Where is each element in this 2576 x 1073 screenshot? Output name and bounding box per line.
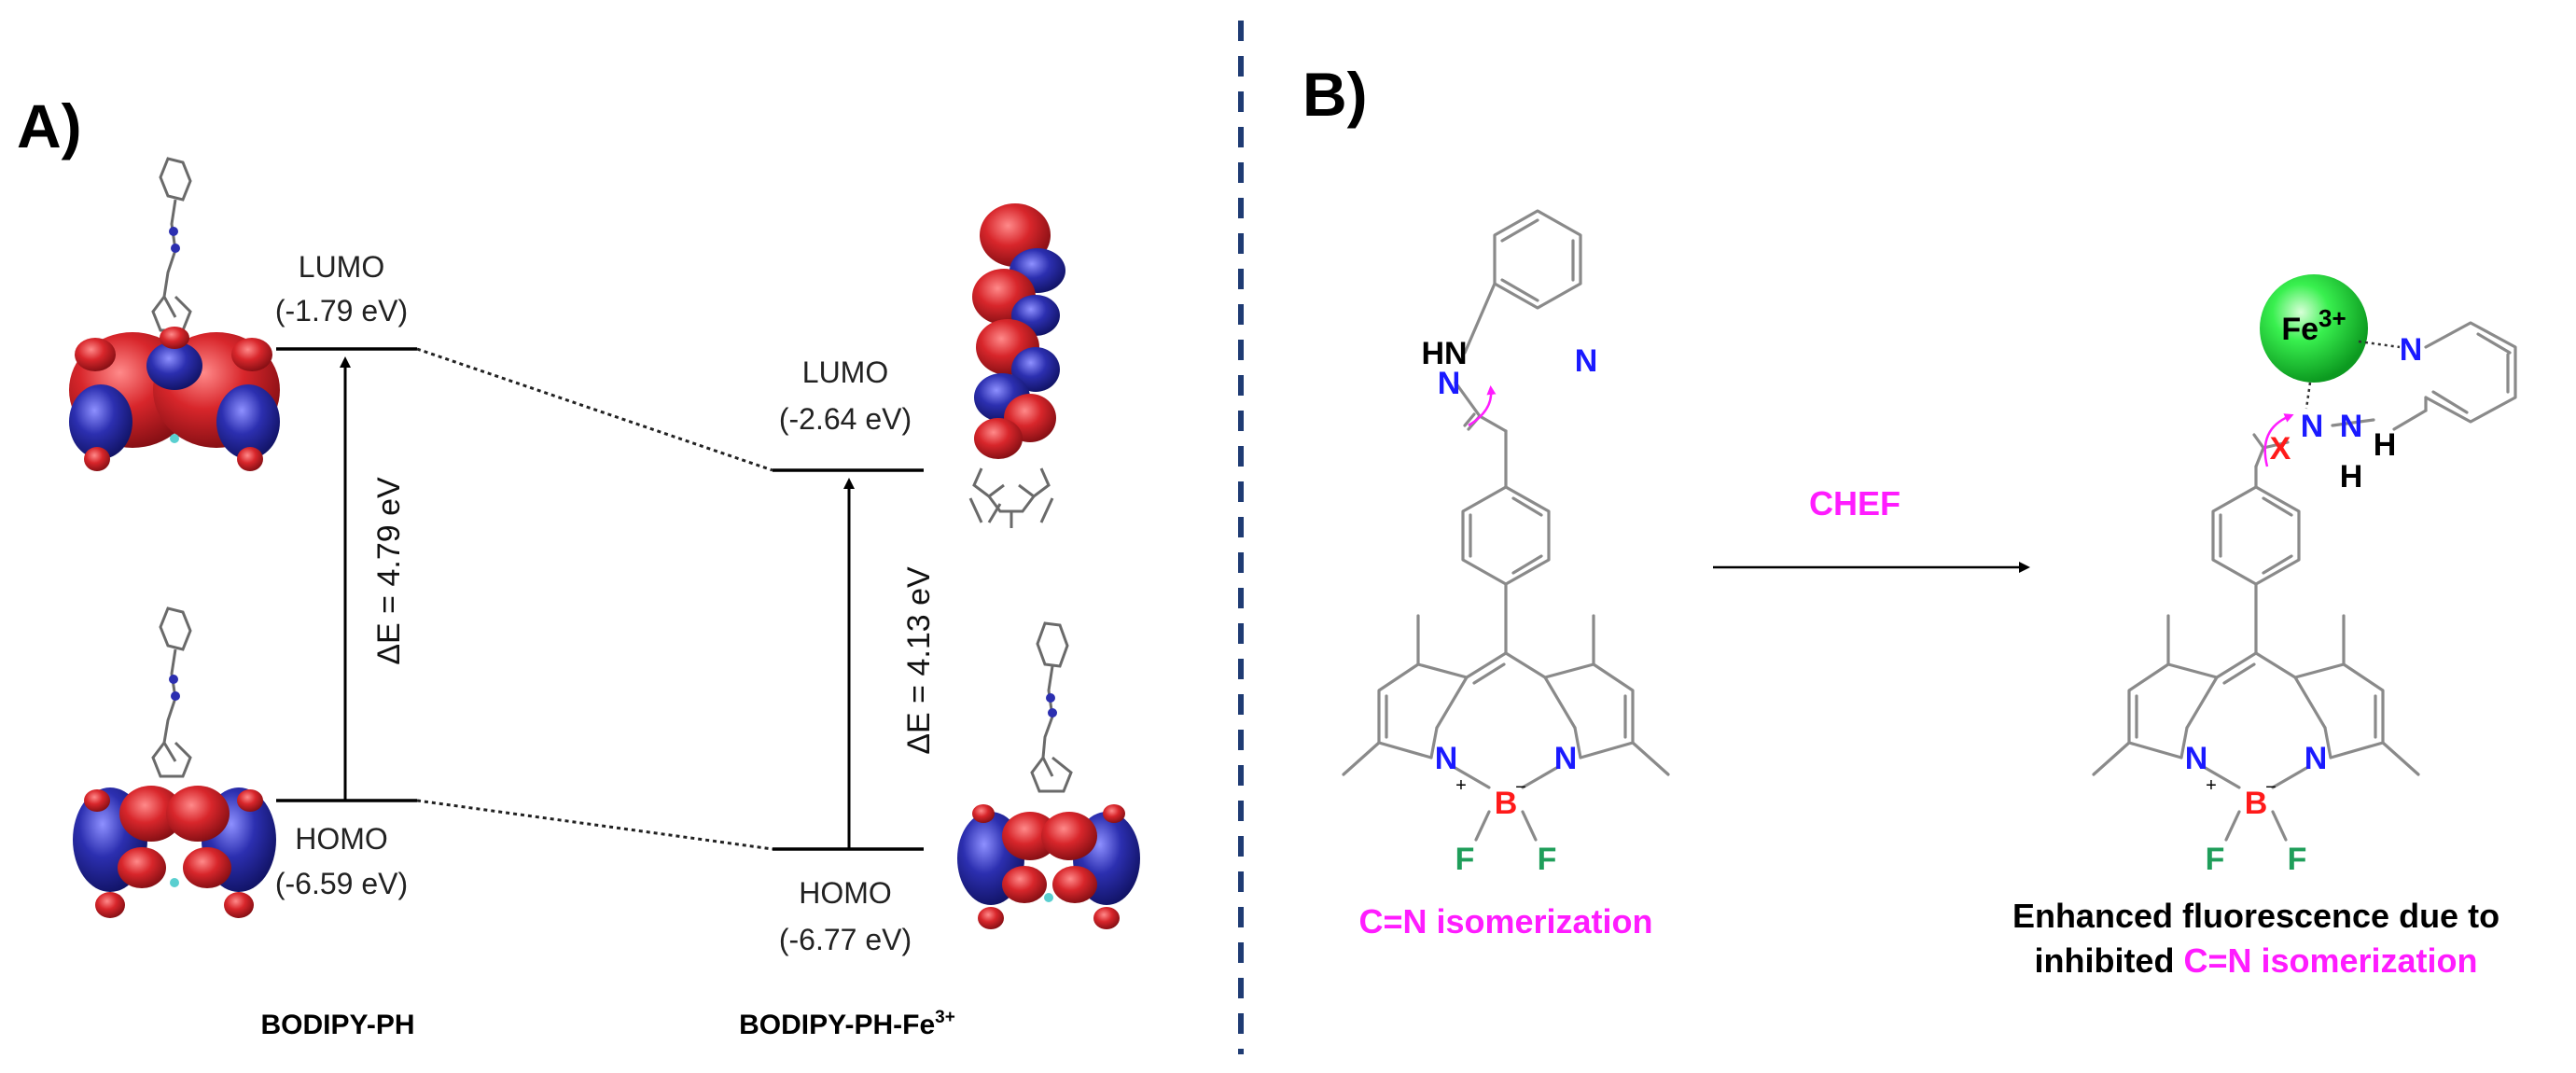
svg-text:F: F [1455,842,1475,877]
svg-text:N: N [1435,741,1458,776]
caption-cn-isomerization: C=N isomerization [1358,902,1652,941]
homo-energy-right: (-6.77 eV) [779,923,912,956]
orbital-homo-left [73,606,276,918]
svg-text:Fe3+: Fe3+ [2281,304,2346,347]
svg-text:H: H [2340,459,2363,495]
svg-text:+: + [2206,775,2217,796]
svg-text:−: − [2265,777,2277,798]
caption-inhibited-isomerization: inhibited C=N isomerization [2034,941,2477,980]
svg-text:B: B [1495,786,1518,821]
svg-text:F: F [1538,842,1557,877]
svg-text:H: H [2374,427,2397,463]
homo-label-left: HOMO [295,822,388,856]
molecule-bodipy-ph-fe: Fe3+ N N N H NH H X N N + B − F F [2092,274,2517,877]
svg-text:HN: HN [1421,336,1467,371]
svg-text:N: N [2301,409,2324,444]
orbital-lumo-right [968,203,1065,528]
homo-energy-left: (-6.59 eV) [275,867,408,900]
gap-label-left: ΔE = 4.79 eV [371,477,407,665]
fe-ion [2260,274,2368,383]
molecule-bodipy-ph: N N HN N N + B − F F [1342,209,1670,877]
orbital-lumo-left [69,157,280,471]
chef-label: CHEF [1809,484,1901,523]
caption-bodipy-ph: BODIPY-PH [260,1010,414,1040]
svg-text:F: F [2288,842,2307,877]
lumo-energy-left: (-1.79 eV) [275,294,408,327]
orbital-homo-right [957,621,1140,929]
panel-a-label: A) [17,91,82,160]
lumo-energy-right: (-2.64 eV) [779,402,912,436]
svg-text:N: N [2304,741,2328,776]
svg-text:N: N [2340,409,2363,444]
svg-text:N: N [1438,366,1461,401]
svg-text:B: B [2245,786,2268,821]
svg-text:−: − [1515,777,1526,798]
svg-text:+: + [1455,775,1467,796]
panel-b-label: B) [1302,60,1368,129]
caption-bodipy-ph-fe: BODIPY-PH-Fe3+ [739,1008,955,1040]
lumo-label-left: LUMO [299,250,384,284]
lumo-label-right: LUMO [802,355,888,389]
gap-label-right: ΔE = 4.13 eV [901,566,937,755]
homo-connector [416,799,773,851]
homo-label-right: HOMO [799,876,892,910]
svg-text:N: N [2400,332,2423,368]
lumo-connector [416,347,773,472]
svg-text:X: X [2270,431,2291,467]
svg-text:F: F [2206,842,2225,877]
svg-text:N: N [2185,741,2208,776]
svg-text:N: N [1554,741,1578,776]
caption-enhanced-fluorescence: Enhanced fluorescence due to [2012,897,2499,935]
svg-text:N: N [1575,343,1598,379]
